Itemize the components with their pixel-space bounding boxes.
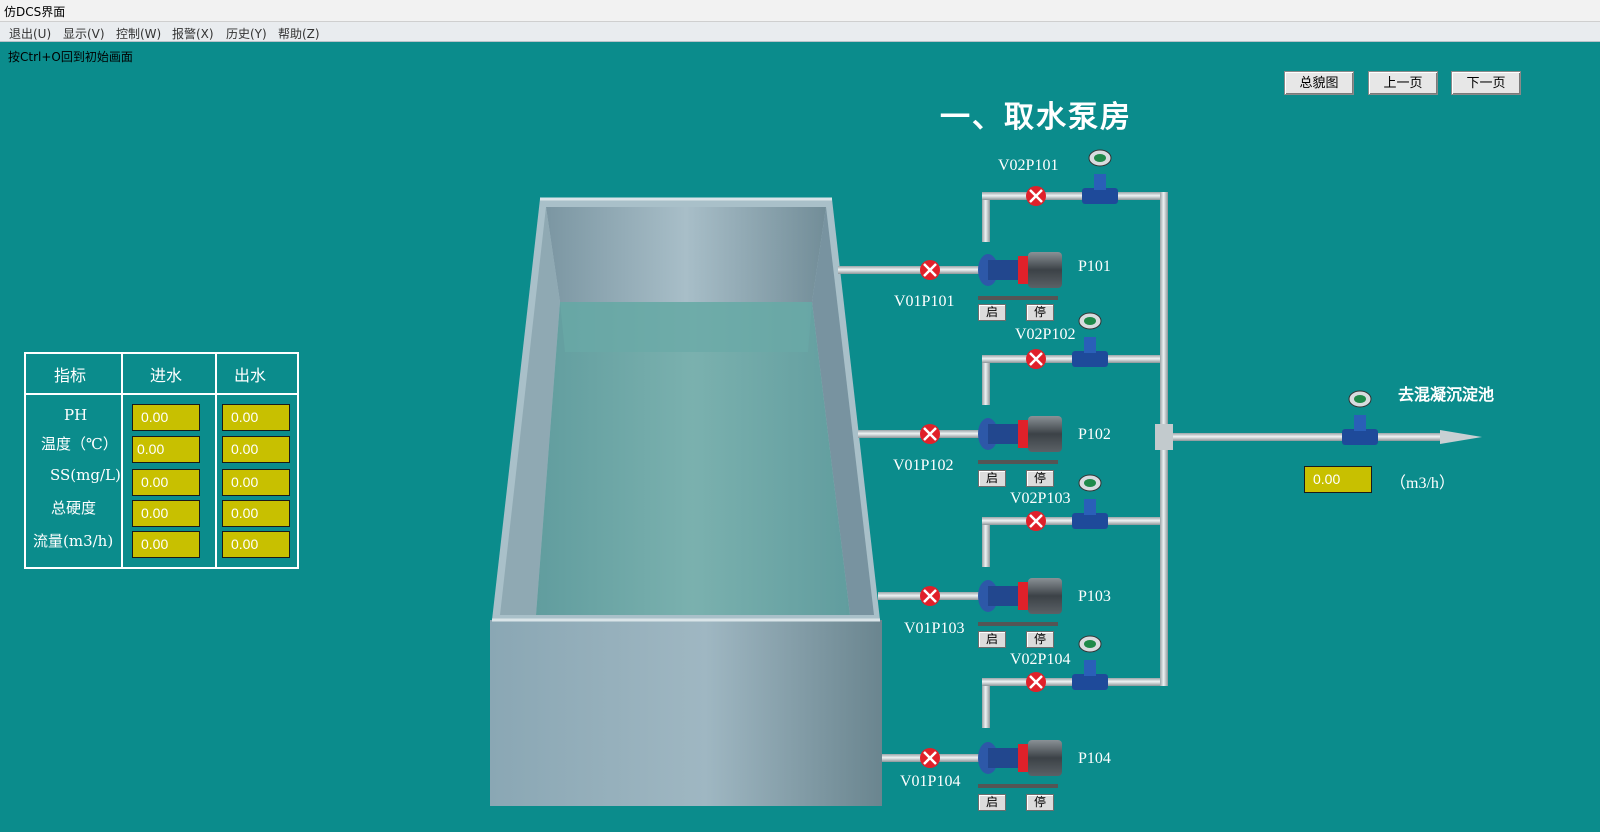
menu-history[interactable]: 历史(Y) — [226, 27, 267, 41]
temperature-in-value: 0.00 — [132, 436, 200, 463]
label-v01p102: V01P102 — [893, 457, 954, 474]
overview-button[interactable]: 总貌图 — [1284, 71, 1354, 95]
outlet-flowmeter-icon — [1342, 390, 1378, 445]
page-title: 一、取水泵房 — [940, 100, 1132, 135]
menu-alarm[interactable]: 报警(X) — [172, 27, 214, 41]
menu-help[interactable]: 帮助(Z) — [278, 27, 320, 41]
label-p104: P104 — [1078, 750, 1111, 767]
label-v02p102: V02P102 — [1015, 326, 1076, 343]
label-p102: P102 — [1078, 426, 1111, 443]
outlet-flow-value: 0.00 — [1304, 466, 1372, 493]
flowmeter-fm102-icon — [1072, 312, 1108, 367]
water-quality-table: 指标 进水 出水 PH 温度（℃） SS(mg/L) 总硬度 流量(m3/h) … — [24, 352, 299, 569]
table-divider — [121, 354, 123, 567]
pump-group-p102 — [920, 312, 1108, 464]
hardness-out-value: 0.00 — [222, 500, 290, 527]
menu-control[interactable]: 控制(W) — [116, 27, 162, 41]
hardness-in-value: 0.00 — [132, 500, 200, 527]
valve-v01p103-icon — [920, 586, 940, 606]
p101-stop-button[interactable]: 停 — [1026, 304, 1054, 321]
label-v02p101: V02P101 — [998, 157, 1059, 174]
label-p101: P101 — [1078, 258, 1111, 275]
ph-in-value: 0.00 — [132, 404, 200, 431]
pump-group-p103 — [920, 474, 1108, 626]
valve-v01p104-icon — [920, 748, 940, 768]
menu-display[interactable]: 显示(V) — [63, 27, 105, 41]
shortcut-hint: 按Ctrl+O回到初始画面 — [8, 50, 133, 64]
next-page-button[interactable]: 下一页 — [1451, 71, 1521, 95]
flowmeter-fm104-icon — [1072, 635, 1108, 690]
pump-p102-icon — [978, 416, 1062, 464]
pump-group-p104 — [920, 635, 1108, 788]
valve-v02p101-icon — [1026, 186, 1046, 206]
prev-page-button[interactable]: 上一页 — [1368, 71, 1438, 95]
header-indicator: 指标 — [54, 366, 87, 385]
window-titlebar: 仿DCS界面 — [0, 0, 1600, 22]
label-v02p103: V02P103 — [1010, 490, 1071, 507]
row-label-hardness: 总硬度 — [51, 499, 97, 517]
row-label-ph: PH — [64, 406, 88, 424]
row-label-flow: 流量(m3/h) — [33, 532, 114, 550]
menu-exit[interactable]: 退出(U) — [9, 27, 52, 41]
flow-in-value: 0.00 — [132, 531, 200, 558]
valve-v01p102-icon — [920, 424, 940, 444]
pump-p103-icon — [978, 578, 1062, 626]
pump-group-p101 — [920, 149, 1118, 300]
label-v01p104: V01P104 — [900, 773, 961, 790]
row-label-temperature: 温度（℃） — [41, 435, 118, 453]
temperature-out-value: 0.00 — [222, 436, 290, 463]
water-tank — [490, 197, 882, 806]
outlet-destination: 去混凝沉淀池 — [1398, 385, 1495, 404]
p104-start-button[interactable]: 启 — [978, 794, 1006, 811]
valve-v02p103-icon — [1026, 511, 1046, 531]
header-inlet: 进水 — [150, 366, 183, 385]
menu-bar: 退出(U) 显示(V) 控制(W) 报警(X) 历史(Y) 帮助(Z) — [0, 22, 1600, 42]
table-divider — [215, 354, 217, 567]
p102-stop-button[interactable]: 停 — [1026, 470, 1054, 487]
table-divider — [26, 393, 297, 395]
outlet-flow-unit: （m3/h） — [1390, 475, 1455, 492]
pump-p104-icon — [978, 740, 1062, 788]
label-v02p104: V02P104 — [1010, 651, 1071, 668]
valve-v02p102-icon — [1026, 349, 1046, 369]
ss-in-value: 0.00 — [132, 469, 200, 496]
p103-start-button[interactable]: 启 — [978, 631, 1006, 648]
p104-stop-button[interactable]: 停 — [1026, 794, 1054, 811]
p103-stop-button[interactable]: 停 — [1026, 631, 1054, 648]
row-label-ss: SS(mg/L) — [50, 466, 121, 484]
flowmeter-fm101-icon — [1082, 149, 1118, 204]
label-v01p101: V01P101 — [894, 293, 955, 310]
p101-start-button[interactable]: 启 — [978, 304, 1006, 321]
valve-v01p101-icon — [920, 260, 940, 280]
flow-out-value: 0.00 — [222, 531, 290, 558]
ph-out-value: 0.00 — [222, 404, 290, 431]
ss-out-value: 0.00 — [222, 469, 290, 496]
valve-v02p104-icon — [1026, 672, 1046, 692]
label-p103: P103 — [1078, 588, 1111, 605]
label-v01p103: V01P103 — [904, 620, 965, 637]
pump-p101-icon — [978, 252, 1062, 300]
header-outlet: 出水 — [234, 366, 267, 385]
p102-start-button[interactable]: 启 — [978, 470, 1006, 487]
flowmeter-fm103-icon — [1072, 474, 1108, 529]
window-title: 仿DCS界面 — [4, 5, 66, 19]
